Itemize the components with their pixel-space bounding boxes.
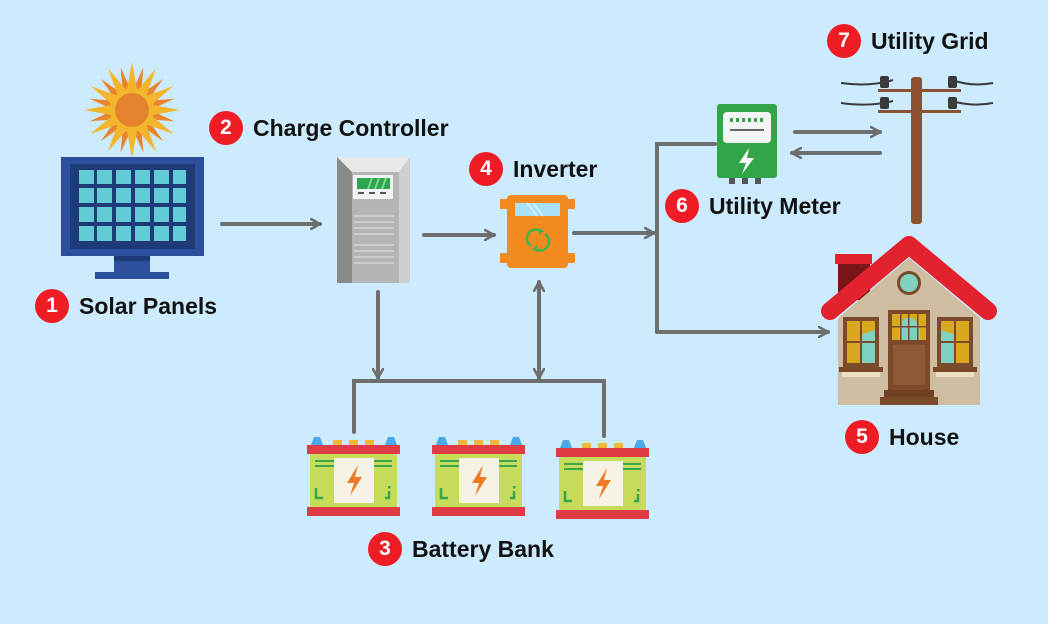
component-label: House — [889, 423, 960, 450]
utility-pole-icon — [840, 76, 994, 224]
battery-bus-line — [352, 379, 606, 438]
step-badge: 4 — [469, 152, 503, 186]
label-battery-bank: 3 Battery Bank — [368, 532, 554, 566]
solar-panel-icon — [61, 62, 204, 279]
sun-icon — [84, 62, 180, 158]
component-label: Inverter — [513, 155, 598, 182]
label-charge-controller: 2 Charge Controller — [209, 111, 449, 145]
label-utility-grid: 7 Utility Grid — [827, 24, 989, 58]
utility-meter-icon — [717, 104, 777, 184]
label-house: 5 House — [845, 420, 959, 454]
step-badge: 6 — [665, 189, 699, 223]
label-solar-panels: 1 Solar Panels — [35, 289, 217, 323]
label-utility-meter: 6 Utility Meter — [665, 189, 841, 223]
step-badge: 7 — [827, 24, 861, 58]
label-inverter: 4 Inverter — [469, 152, 597, 186]
step-badge: 1 — [35, 289, 69, 323]
battery-icon — [556, 440, 649, 519]
component-label: Utility Grid — [871, 27, 989, 54]
step-badge: 3 — [368, 532, 402, 566]
house-icon — [821, 236, 997, 405]
line-junction-to-meter — [655, 142, 717, 334]
component-label: Charge Controller — [253, 114, 449, 141]
component-label: Solar Panels — [79, 292, 218, 319]
inverter-icon — [500, 195, 575, 268]
step-badge: 5 — [845, 420, 879, 454]
component-label: Utility Meter — [709, 192, 841, 219]
component-label: Battery Bank — [412, 535, 554, 562]
battery-icon — [432, 437, 525, 516]
charge-controller-icon — [337, 157, 410, 283]
refresh-icon — [525, 228, 551, 252]
bottom-border — [0, 624, 1048, 628]
battery-icon — [307, 437, 400, 516]
step-badge: 2 — [209, 111, 243, 145]
